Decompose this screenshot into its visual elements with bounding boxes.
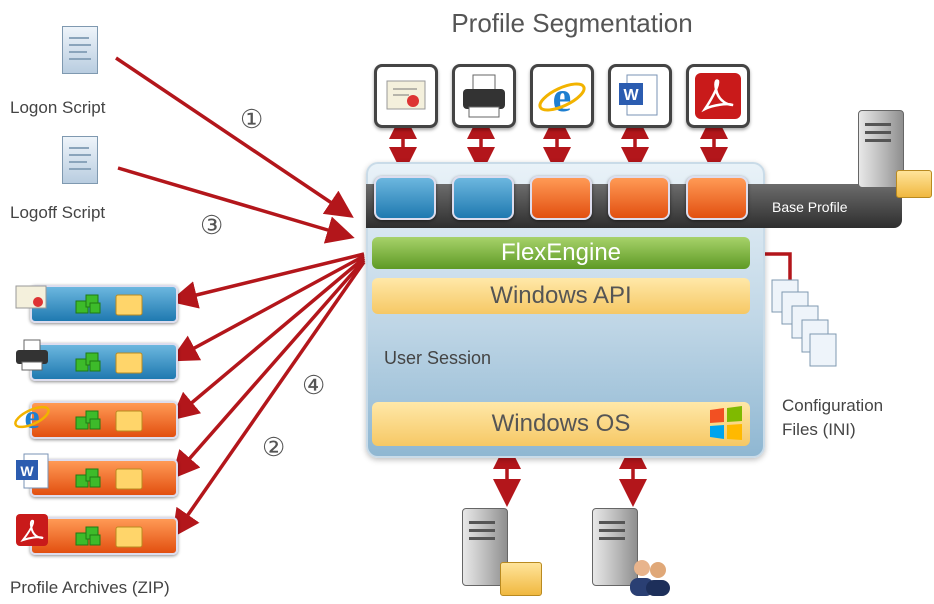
user-session-label: User Session [384, 348, 492, 368]
segment-acrobat [686, 176, 748, 220]
archive-row-ie [30, 401, 178, 439]
svg-text:W: W [623, 87, 639, 104]
config-files-icon [770, 278, 840, 368]
segment-certificate [374, 176, 436, 220]
logoff-script-icon [62, 136, 98, 184]
acrobat-icon [14, 512, 50, 548]
archive-row-certificate [30, 285, 178, 323]
svg-text:e: e [553, 75, 572, 121]
config-files-label-2: Files (INI) [782, 420, 856, 439]
step-2: ② [262, 432, 286, 462]
config-files-label-1: Configuration [782, 396, 884, 415]
archive-contents [74, 407, 154, 433]
logon-arrow [115, 56, 354, 218]
archive-row-word [30, 459, 178, 497]
step-4: ④ [302, 370, 326, 400]
segment-word [608, 176, 670, 220]
folder-icon [896, 170, 932, 198]
file-server-icon [462, 508, 508, 586]
internet-explorer-icon: e [530, 64, 594, 128]
profile-archives-label: Profile Archives (ZIP) [10, 578, 170, 597]
archive-row-acrobat [30, 517, 178, 555]
logoff-arrow [117, 166, 355, 244]
archive-contents [74, 523, 154, 549]
step-1: ① [240, 104, 264, 134]
printer-icon [14, 338, 52, 372]
svg-text:e: e [24, 399, 39, 436]
logon-script-label: Logon Script [10, 98, 106, 117]
archive-row-printer [30, 343, 178, 381]
base-profile-label: Base Profile [772, 199, 848, 215]
svg-text:W: W [20, 463, 34, 479]
windows-os-bar: Windows OS [372, 402, 750, 446]
logon-script-icon [62, 26, 98, 74]
logoff-script-label: Logoff Script [10, 203, 106, 222]
archive-arrow-1 [169, 252, 365, 309]
word-icon: W [14, 452, 54, 492]
certificate-icon [374, 64, 438, 128]
windows-logo-icon [708, 406, 744, 442]
archive-contents [74, 349, 154, 375]
internet-explorer-icon: e [12, 396, 52, 436]
users-icon [628, 556, 672, 596]
word-icon: W [608, 64, 672, 128]
archive-arrow-5 [172, 261, 366, 538]
diagram-title: Profile Segmentation [451, 8, 693, 38]
certificate-icon [14, 282, 52, 312]
segment-printer [452, 176, 514, 220]
archive-arrow-3 [170, 256, 366, 421]
windows-api-bar: Windows API [372, 278, 750, 314]
segment-ie [530, 176, 592, 220]
printer-icon [452, 64, 516, 128]
directory-server-icon [592, 508, 638, 586]
archive-arrow-4 [171, 258, 366, 480]
step-3: ③ [200, 210, 224, 240]
folder-icon [500, 562, 542, 596]
archive-arrow-2 [169, 254, 365, 362]
flexengine-bar: FlexEngine [372, 237, 750, 269]
archive-contents [74, 291, 154, 317]
archive-contents [74, 465, 154, 491]
acrobat-icon [686, 64, 750, 128]
